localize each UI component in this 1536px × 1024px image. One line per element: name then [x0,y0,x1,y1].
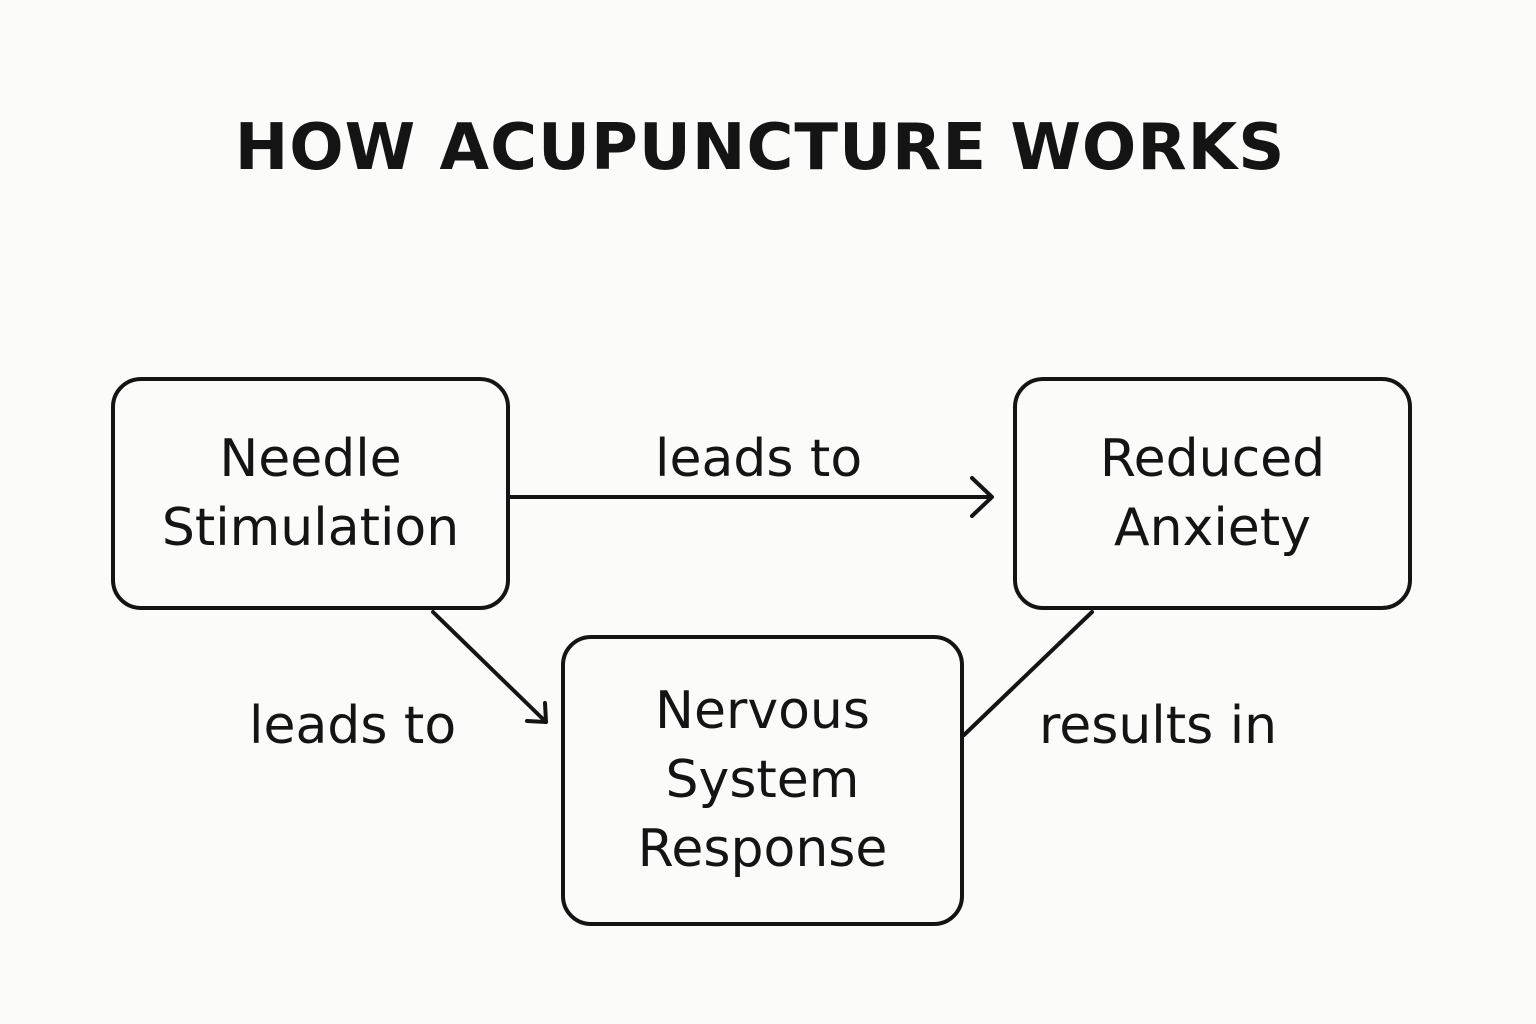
edge-label-nervous-to-anxiety: results in [1039,696,1278,756]
edge-needle-to-nervous-line [431,610,548,724]
node-nervous-system-response-label: Nervous System Response [637,681,888,879]
edge-label-needle-to-anxiety: leads to [655,429,863,489]
node-reduced-anxiety: Reduced Anxiety [1013,377,1412,610]
edge-nervous-to-anxiety-line [962,610,1094,737]
node-nervous-system-response: Nervous System Response [561,635,964,926]
diagram-title: HOW ACUPUNCTURE WORKS [234,111,1286,185]
edge-needle-to-nervous-arrowhead [525,701,548,724]
node-reduced-anxiety-label: Reduced Anxiety [1099,428,1326,558]
node-needle-stimulation-label: Needle Stimulation [161,428,460,558]
edge-needle-to-anxiety-arrowhead [970,476,994,518]
edge-label-needle-to-nervous: leads to [249,696,457,756]
node-needle-stimulation: Needle Stimulation [111,377,510,610]
